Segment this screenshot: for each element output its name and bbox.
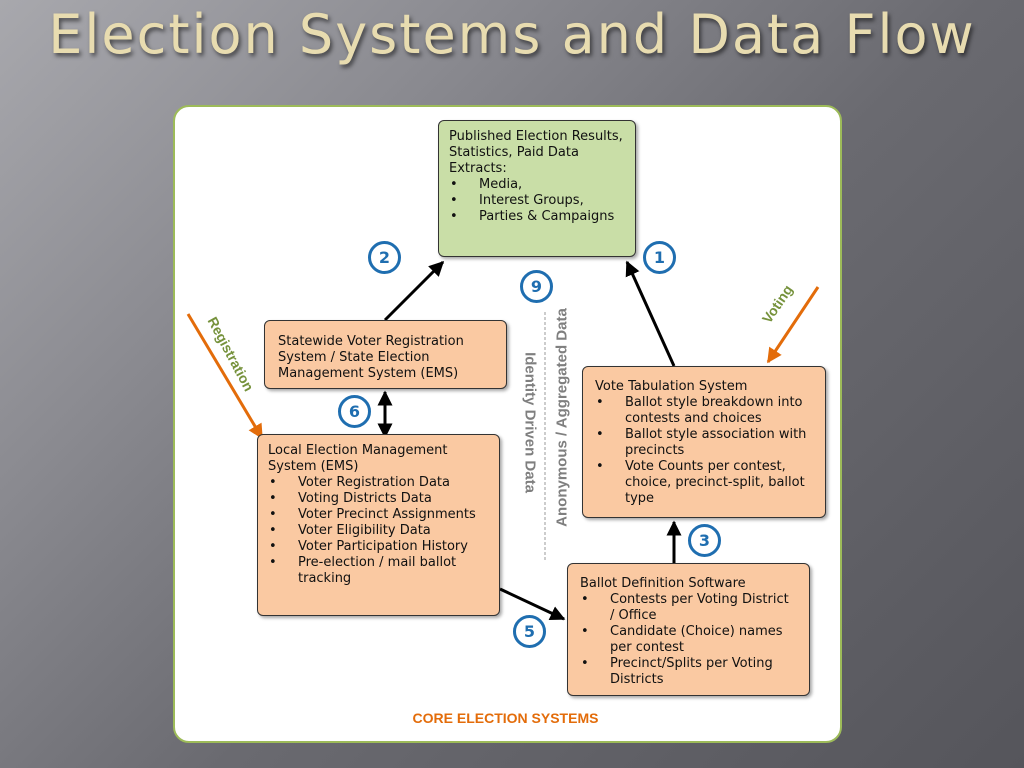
- core-systems-caption: CORE ELECTION SYSTEMS: [412, 710, 599, 726]
- identity-data-label: Identity Driven Data: [521, 352, 539, 493]
- tabulation-list: Ballot style breakdown into contests and…: [595, 395, 813, 507]
- statewide-heading: Statewide Voter Registration System / St…: [278, 334, 464, 381]
- local-heading: Local Election Management System (EMS): [268, 443, 448, 474]
- step-badge-3: 3: [688, 524, 721, 557]
- ballot-list: Contests per Voting District / Office Ca…: [580, 592, 797, 688]
- arrow-statewide-to-published: [383, 260, 445, 322]
- step-badge-5: 5: [513, 615, 546, 648]
- arrow-registration-input: [186, 313, 264, 440]
- published-results-box: Published Election Results, Statistics, …: [438, 120, 636, 257]
- step-badge-1: 1: [643, 241, 676, 274]
- list-item: Candidate (Choice) names per contest: [580, 624, 797, 656]
- ballot-definition-box: Ballot Definition Software Contests per …: [567, 563, 810, 696]
- arrow-local-to-ballot: [499, 587, 566, 621]
- published-heading: Published Election Results, Statistics, …: [449, 129, 623, 176]
- list-item: Pre-election / mail ballot tracking: [268, 555, 489, 587]
- slide-title: Election Systems and Data Flow: [48, 3, 976, 66]
- step-badge-9: 9: [520, 270, 553, 303]
- statewide-registration-box: Statewide Voter Registration System / St…: [264, 320, 507, 389]
- list-item: Voter Precinct Assignments: [268, 507, 489, 523]
- list-item: Voter Eligibility Data: [268, 523, 489, 539]
- list-item: Parties & Campaigns: [449, 209, 625, 225]
- vote-tabulation-box: Vote Tabulation System Ballot style brea…: [582, 366, 826, 518]
- published-list: Media, Interest Groups, Parties & Campai…: [449, 177, 625, 225]
- list-item: Voter Registration Data: [268, 475, 489, 491]
- step-badge-2: 2: [368, 241, 401, 274]
- local-ems-box: Local Election Management System (EMS) V…: [257, 434, 500, 616]
- list-item: Media,: [449, 177, 625, 193]
- arrow-voting-input: [766, 286, 820, 364]
- local-list: Voter Registration Data Voting Districts…: [268, 475, 489, 587]
- tabulation-heading: Vote Tabulation System: [595, 379, 748, 394]
- list-item: Precinct/Splits per Voting Districts: [580, 656, 797, 688]
- list-item: Ballot style association with precincts: [595, 427, 813, 459]
- list-item: Ballot style breakdown into contests and…: [595, 395, 813, 427]
- step-badge-6: 6: [338, 395, 371, 428]
- list-item: Vote Counts per contest, choice, precinc…: [595, 459, 813, 507]
- list-item: Interest Groups,: [449, 193, 625, 209]
- list-item: Voting Districts Data: [268, 491, 489, 507]
- ballot-heading: Ballot Definition Software: [580, 576, 746, 591]
- anonymous-data-label: Anonymous / Aggregated Data: [553, 308, 571, 527]
- arrow-tabulation-to-published: [625, 260, 676, 367]
- list-item: Voter Participation History: [268, 539, 489, 555]
- list-item: Contests per Voting District / Office: [580, 592, 797, 624]
